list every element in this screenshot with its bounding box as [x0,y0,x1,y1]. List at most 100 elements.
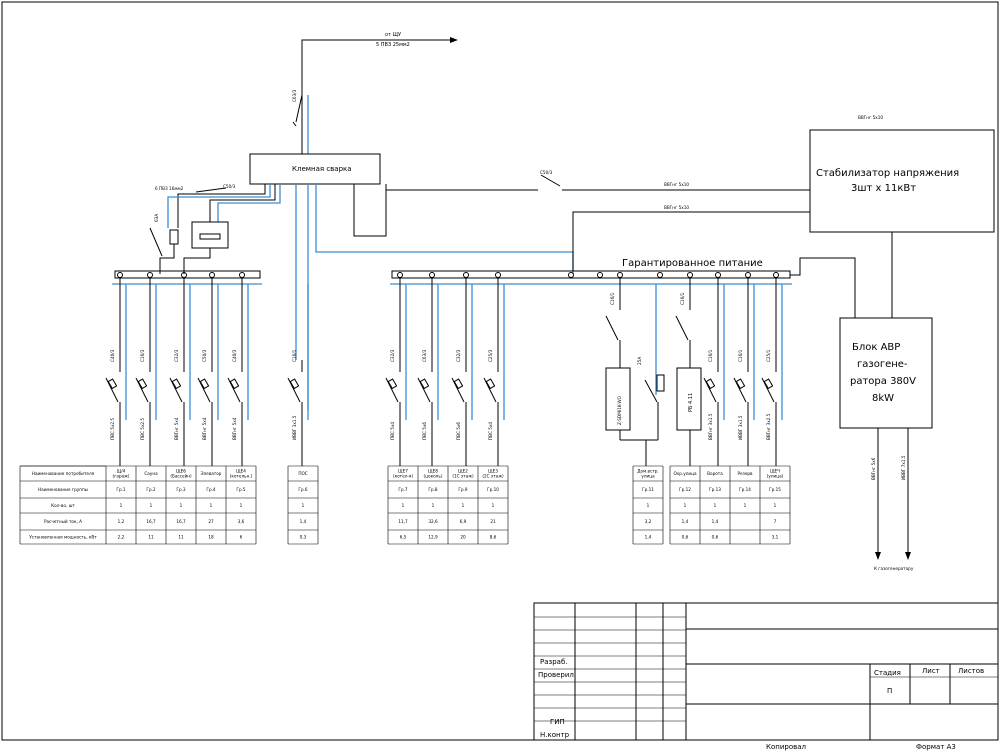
listov-label: Листов [958,667,984,675]
avr-cable-2-label: ИВВГ 7х1.5 [901,455,906,480]
stab-breaker-label: С50/3 [540,170,553,175]
device-a-box [605,367,631,431]
row-header: Расчетный ток, А [44,519,82,524]
table-cell-group: Гр.14 [739,487,751,492]
nkontr-label: Н.контр [540,731,570,739]
branch-cable-label: ИВВГ 3х1.5 [292,415,297,440]
table-cell-name: ЩЕ8(цоколь) [424,468,443,478]
table-cell-power: 6,5 [400,535,407,540]
branch-cable-label: ВВГнг 3х2.5 [766,413,771,440]
table-cell-qty: 1 [492,503,495,508]
branch-cable-label: ПВС 5х4 [488,422,493,440]
main-breaker-label: С63/3 [292,89,297,102]
avr-line4: 8kW [872,393,894,404]
group-table-1: Щ/4(гараж)Гр.111,22,2СаунаГр.2116,711ЩЕ6… [105,465,257,545]
table-cell-group: Гр.12 [679,487,691,492]
table-cell-current: 32,6 [428,519,438,524]
table-cell-group: Гр.7 [398,487,408,492]
table-cell-group: Гр.2 [146,487,156,492]
avr-cable-1-label: ВВГнг 5х6 [871,457,876,480]
table-cell-current: 27 [208,519,214,524]
table-cell-power: 18 [208,535,214,540]
group-breaker-mid-label: С16/1 [680,292,685,305]
table-cell-qty: 1 [240,503,243,508]
table-cell-current: 1,4 [682,519,689,524]
table-column: ЩЕ2(1С этаж)Гр.916,920 [452,468,474,539]
branch-breaker-label: С16/1 [708,349,713,362]
table-cell-group: Гр.13 [709,487,721,492]
rcd-rating-label: 63А [154,214,159,222]
left-busbar [112,270,262,285]
table-cell-name: Сауна [144,471,158,476]
table-cell-power: 1,4 [645,535,652,540]
device-b-label: РБ 4.11 [688,393,694,412]
table-cell-current: 11,7 [398,519,408,524]
avr-box [839,317,933,429]
table-cell-qty: 1 [402,503,405,508]
table-column: Щ/4(гараж)Гр.111,22,2 [112,468,129,539]
table-cell-group: Гр.15 [769,487,781,492]
branch-breaker-label: С16/1 [292,349,297,362]
branch-cable-label: ПВС 5х2.5 [140,418,145,440]
row-header: Кол-во, шт [51,503,75,508]
terminal-block-label: Клемная сварка [292,165,352,173]
table-cell-qty: 1 [462,503,465,508]
group-breaker-left-label: С16/1 [610,292,615,305]
table-cell-current: 1,4 [300,519,307,524]
table-cell-qty: 1 [744,503,747,508]
table-cell-power: 3,1 [772,535,779,540]
branch-breaker-label: С50/3 [202,349,207,362]
table-cell-name: Элеватор [201,471,222,476]
table-cell-current: 3,6 [238,519,245,524]
group-table-3: ЩЕ7(котел-я)Гр.7111,76,5ЩЕ8(цоколь)Гр.81… [387,465,509,545]
table-column: ЩЕ4(котельн.)Гр.513,66 [230,468,253,539]
table-cell-power: 6 [240,535,243,540]
branch-breaker-label: С32/3 [456,349,461,362]
avr-branch: Блок АВР газогене- ратора 380V 8kW ВВГнг… [839,317,933,571]
table-cell-current: 1,4 [712,519,719,524]
table-cell-power: 0,6 [712,535,719,540]
table-cell-power: 8,6 [490,535,497,540]
table-cell-name: ЩЕ3(2С этаж) [482,468,504,478]
branch-cable-label: ИВВГ 3х1.5 [738,415,743,440]
table-cell-power: 20 [460,535,466,540]
branch-breaker-label: С63/3 [422,349,427,362]
stabilizer-box [809,129,995,233]
stab-cable-top-label: ВВГнг 5х10 [858,115,883,120]
avr-line3: ратора 380V [850,376,916,387]
table-cell-name: ПОС [298,471,307,476]
stab-cable-2-label: ВВГнг 5х10 [664,205,689,210]
branch-breaker-label: С40/3 [110,349,115,362]
table-cell-power: 0,3 [300,535,307,540]
stab-cable-1-label: ВВГнг 5х10 [664,182,689,187]
table-cell-group: Гр.3 [176,487,186,492]
table-cell-qty: 1 [714,503,717,508]
device-b-box [676,367,702,431]
group-table-5: Охр.улицаГр.1211,40,6ВоротаГр.1311,40,6Р… [669,465,791,545]
table-cell-current: 6,9 [460,519,467,524]
right-busbar: Гарантированное питание [390,258,792,285]
stabilizer-line2: 3шт х 11кВт [851,183,916,194]
table-cell-qty: 1 [180,503,183,508]
stadiya-label: Стадия [874,669,901,677]
table-cell-name: Резерв [737,471,753,476]
copied-label: Копировал [766,743,806,751]
table-cell-qty: 1 [684,503,687,508]
table-cell-current: 16,7 [146,519,156,524]
avr-line2: газогене- [857,359,908,370]
